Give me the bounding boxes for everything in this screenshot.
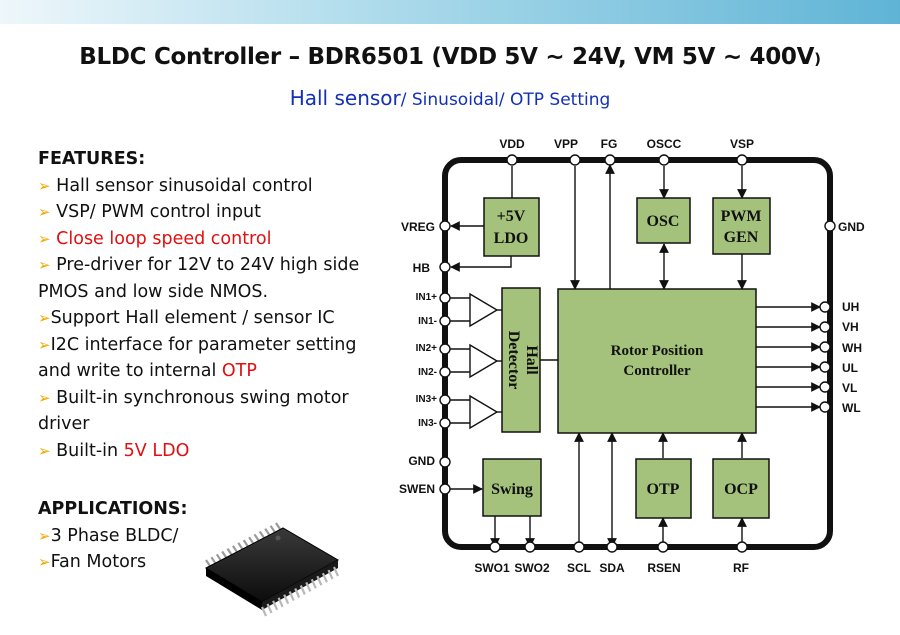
pin-label-swo1: SWO1 (474, 561, 510, 575)
arrow-bullet-icon: ➢ (38, 441, 51, 460)
arrow-bullet-icon: ➢ (38, 526, 51, 545)
pin-label-scl: SCL (567, 561, 591, 575)
pin-label-wl: WL (842, 401, 861, 415)
pin-label-in2p: IN2+ (416, 343, 438, 354)
arrow-bullet-icon: ➢ (38, 335, 51, 354)
top-wires (511, 164, 747, 290)
arrow-bullet-icon: ➢ (38, 553, 51, 571)
svg-text:Detector: Detector (505, 331, 522, 390)
applications-heading: APPLICATIONS: (38, 499, 188, 519)
pin-label-vh: VH (842, 320, 859, 334)
feature-item: ➢ Hall sensor sinusoidal control (38, 175, 313, 196)
otp-block: OTP (635, 458, 692, 519)
right-pins: GND UH VH WH UL VL WL (838, 220, 865, 415)
svg-text:OCP: OCP (724, 481, 758, 498)
comparator-2-icon (469, 343, 499, 379)
pin-label-rf: RF (733, 561, 749, 575)
feature-item: ➢ VSP/ PWM control input (38, 202, 262, 222)
ldo-block: +5V LDO (483, 197, 540, 257)
pin-label-uh: UH (842, 300, 859, 314)
pin-label-oscc: OSCC (647, 137, 682, 151)
pin-label-vreg: VREG (401, 220, 435, 234)
comparator-1-icon (469, 292, 499, 328)
arrow-bullet-icon: ➢ (38, 388, 51, 407)
arrow-bullet-icon: ➢ (38, 229, 51, 248)
swing-block: Swing (482, 458, 542, 517)
pwm-gen-block: PWM GEN (712, 197, 771, 255)
comparator-3-icon (469, 394, 499, 430)
arrow-bullet-icon: ➢ (38, 309, 51, 327)
rotor-position-controller-block: Rotor Position Controller (557, 288, 757, 434)
pin-label-in1p: IN1+ (416, 292, 438, 303)
output-wires (756, 302, 821, 412)
pin-label-swo2: SWO2 (514, 561, 550, 575)
pin-label-in1n: IN1- (418, 316, 437, 327)
ldo-wires (450, 221, 512, 272)
svg-text:LDO: LDO (494, 230, 529, 247)
hall-input-wires (444, 292, 558, 430)
svg-text:OTP: OTP (647, 481, 680, 498)
applications-list: APPLICATIONS: ➢3 Phase BLDC/ ➢Fan Motors (38, 496, 238, 576)
svg-text:GEN: GEN (724, 229, 759, 246)
svg-text:Rotor Position: Rotor Position (611, 343, 704, 359)
pin-connectors (439, 154, 836, 553)
left-pins: VREG HB IN1+ IN1- IN2+ IN2- IN3+ IN3- GN… (399, 220, 437, 496)
osc-block: OSC (636, 197, 691, 244)
pin-label-gnd-left: GND (408, 454, 435, 468)
page-title: BLDC Controller – BDR6501 (VDD 5V ~ 24V,… (79, 44, 821, 70)
pin-label-ul: UL (842, 361, 858, 375)
svg-text:Hall: Hall (523, 345, 540, 375)
pin-label-in2n: IN2- (418, 367, 437, 378)
pin-label-hb: HB (413, 261, 431, 275)
header-banner (0, 0, 900, 24)
pin-label-vl: VL (842, 381, 857, 395)
pin-label-gnd-right: GND (838, 220, 865, 234)
pin-label-in3n: IN3- (418, 418, 437, 429)
pin-label-fg: FG (601, 137, 618, 151)
svg-text:OSC: OSC (647, 213, 680, 230)
pin-label-vsp: VSP (730, 137, 754, 151)
svg-text:PWM: PWM (721, 208, 762, 225)
ic-chip-illustration (204, 522, 340, 617)
arrow-bullet-icon: ➢ (38, 203, 51, 221)
application-item: ➢3 Phase BLDC/ (38, 525, 179, 546)
pin-label-wh: WH (842, 341, 862, 355)
pin-label-swen: SWEN (399, 482, 435, 496)
arrow-bullet-icon: ➢ (38, 176, 51, 195)
page-subtitle: Hall sensor/ Sinusoidal/ OTP Setting (289, 86, 611, 110)
pin-label-vdd: VDD (499, 137, 525, 151)
arrow-bullet-icon: ➢ (38, 256, 51, 274)
pin-label-in3p: IN3+ (416, 394, 438, 405)
feature-item: ➢ Built-in 5V LDO (38, 440, 190, 461)
feature-item: ➢Support Hall element / sensor IC (38, 308, 335, 328)
pin-label-vpp: VPP (554, 137, 578, 151)
features-list: FEATURES: ➢ Hall sensor sinusoidal contr… (38, 146, 388, 464)
svg-text:+5V: +5V (497, 208, 526, 225)
features-heading: FEATURES: (38, 149, 146, 169)
pin-label-rsen: RSEN (647, 561, 680, 575)
pin-label-sda: SDA (599, 561, 625, 575)
bottom-pins: SWO1 SWO2 SCL SDA RSEN RF (474, 561, 749, 575)
feature-item: ➢ Close loop speed control (38, 228, 272, 249)
application-item: ➢Fan Motors (38, 552, 147, 572)
svg-text:Swing: Swing (491, 481, 533, 498)
hall-detector-block: Hall Detector (501, 287, 541, 433)
top-pins: VDD VPP FG OSCC VSP (499, 137, 754, 151)
ocp-block: OCP (712, 458, 770, 519)
svg-text:Controller: Controller (623, 363, 691, 379)
